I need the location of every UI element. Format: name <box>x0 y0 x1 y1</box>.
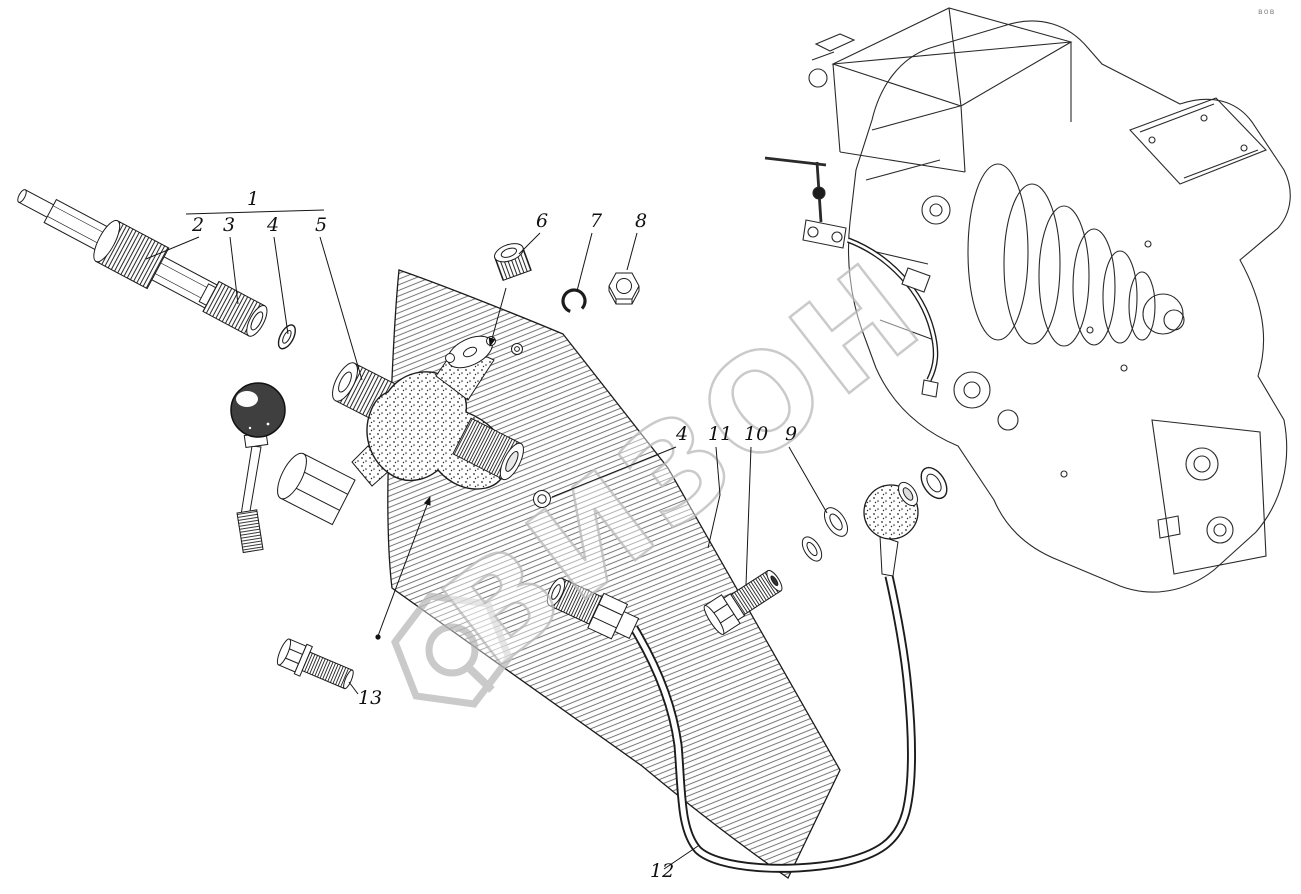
svg-text:7: 7 <box>590 210 603 232</box>
banjo-fitting <box>863 481 919 577</box>
knurled-nut <box>494 243 532 282</box>
svg-text:6: 6 <box>536 210 548 232</box>
svg-text:5: 5 <box>315 214 327 236</box>
callout-5: 5 <box>315 214 363 381</box>
callout-12: 12 <box>650 845 699 882</box>
callout-1: 1 <box>185 188 325 215</box>
hexagon-swirl-icon <box>391 592 513 708</box>
callout-13: 13 <box>348 681 382 709</box>
svg-text:4: 4 <box>675 423 688 445</box>
valve-assembly <box>230 335 524 554</box>
callouts: 1 2 3 4 5 6 7 8 <box>145 188 828 882</box>
callout-3: 3 <box>223 214 239 305</box>
pipe-union-fitting <box>546 577 640 640</box>
shutoff-valve-handle <box>764 156 847 249</box>
svg-text:4: 4 <box>266 214 279 236</box>
engine-hose <box>847 237 939 398</box>
svg-text:1: 1 <box>247 188 259 210</box>
hollow-bolt <box>703 569 783 635</box>
banjo-fitting-assembly <box>703 466 948 635</box>
banjo-washer <box>801 536 823 562</box>
rod-assembly <box>17 189 296 350</box>
svg-text:3: 3 <box>223 214 235 236</box>
callout-4: 4 <box>266 214 289 335</box>
callout-10: 10 <box>744 423 768 586</box>
seal-ring <box>533 490 551 508</box>
pointer-arrow <box>375 496 431 640</box>
callout-8: 8 <box>626 210 647 271</box>
svg-text:10: 10 <box>744 423 768 445</box>
banjo-washer <box>920 466 948 500</box>
fasteners <box>276 243 640 690</box>
callout-11: 11 <box>707 423 732 549</box>
svg-text:2: 2 <box>191 214 204 236</box>
snap-ring <box>561 288 587 314</box>
svg-text:11: 11 <box>708 423 732 445</box>
svg-text:12: 12 <box>650 860 674 882</box>
svg-text:9: 9 <box>785 423 797 445</box>
callout-6: 6 <box>518 210 548 255</box>
callout-9: 9 <box>785 423 828 514</box>
valve-stem <box>236 431 269 554</box>
svg-text:13: 13 <box>358 687 382 709</box>
knob-ball <box>230 382 286 438</box>
washer <box>277 324 296 350</box>
hex-nut <box>608 272 640 305</box>
callout-4b: 4 <box>551 423 688 498</box>
callout-7: 7 <box>576 210 603 292</box>
svg-text:8: 8 <box>635 210 647 232</box>
fuel-pipe <box>630 575 916 873</box>
pointer-arrow <box>488 287 507 347</box>
valve-gland-nut <box>277 452 356 526</box>
corner-mark: вов <box>1258 7 1275 16</box>
banjo-washer <box>823 507 849 537</box>
engine-illustration <box>764 7 1291 593</box>
valve-right-port <box>452 417 524 481</box>
callout-2: 2 <box>145 214 204 260</box>
bolt <box>276 638 354 690</box>
